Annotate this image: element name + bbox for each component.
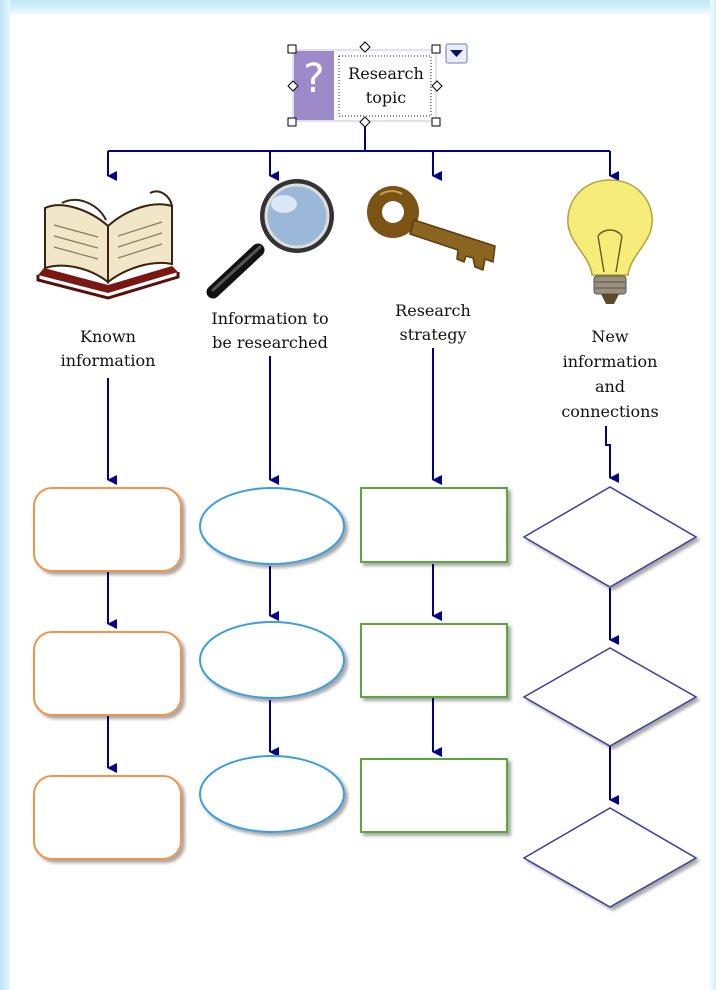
- connection-handle-left[interactable]: [287, 80, 299, 92]
- column-2-label-line2: be researched: [212, 333, 328, 352]
- column-3-label-line1: Research: [395, 301, 471, 320]
- column-1-label-line2: information: [61, 351, 156, 370]
- window-right-edge: [710, 0, 716, 990]
- column-4-label-line3: and: [595, 377, 625, 396]
- strategy-box-1[interactable]: [360, 487, 508, 563]
- window-left-edge: [0, 0, 10, 990]
- lightbulb-icon: [567, 179, 653, 304]
- column-4-label-line1: New: [591, 327, 628, 346]
- topic-connectors: [107, 127, 619, 181]
- known-info-box-1[interactable]: [33, 487, 182, 572]
- resize-handle-nw[interactable]: [287, 44, 297, 54]
- research-info-ellipse-3[interactable]: [199, 755, 345, 833]
- resize-handle-se[interactable]: [431, 117, 441, 127]
- key-icon: [367, 186, 496, 272]
- column-1-label-line1: Known: [80, 327, 136, 346]
- research-info-ellipse-2[interactable]: [199, 621, 345, 699]
- connection-handle-right[interactable]: [431, 80, 443, 92]
- research-info-ellipse-1[interactable]: [199, 487, 345, 565]
- topic-label-line2: topic: [366, 88, 406, 107]
- connection-handle-top[interactable]: [359, 41, 371, 53]
- topic-node[interactable]: ? Research topic: [287, 41, 468, 128]
- column-connectors: [107, 348, 619, 805]
- question-icon: [294, 51, 334, 120]
- resize-handle-ne[interactable]: [431, 44, 441, 54]
- magnifier-icon: [206, 179, 334, 299]
- strategy-box-2[interactable]: [360, 623, 508, 698]
- column-2-label-line1: Information to: [211, 309, 328, 328]
- known-info-box-2[interactable]: [33, 631, 182, 716]
- window-top-edge: [0, 0, 716, 14]
- new-info-diamond-2[interactable]: [522, 647, 698, 747]
- topic-label-line1: Research: [348, 64, 424, 83]
- resize-handle-sw[interactable]: [287, 117, 297, 127]
- topic-text-frame: [338, 55, 432, 117]
- column-4-label-line2: information: [563, 352, 658, 371]
- new-info-diamond-3[interactable]: [522, 807, 698, 908]
- book-icon: [36, 190, 180, 300]
- column-3-label-line2: strategy: [399, 325, 466, 344]
- column-4-label-line4: connections: [561, 402, 658, 421]
- topic-dropdown-button[interactable]: [445, 43, 468, 64]
- new-info-diamond-1[interactable]: [522, 486, 698, 588]
- strategy-box-3[interactable]: [360, 758, 508, 833]
- question-icon-glyph: ?: [303, 56, 324, 102]
- chevron-down-icon: [450, 50, 463, 57]
- known-info-box-3[interactable]: [33, 775, 182, 860]
